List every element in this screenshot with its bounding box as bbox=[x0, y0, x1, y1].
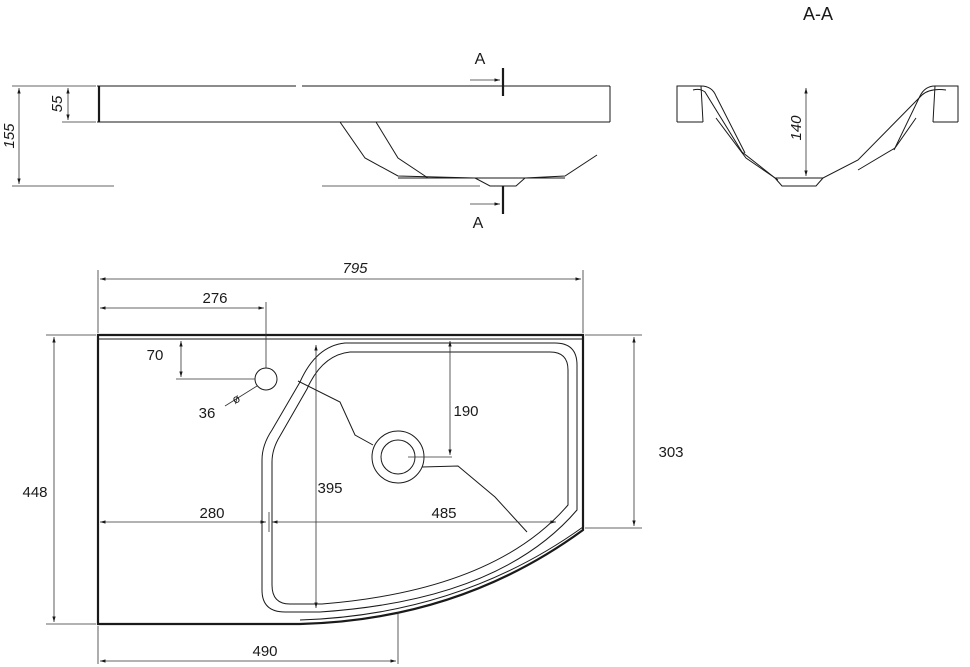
plan-outline bbox=[96, 333, 585, 626]
dim-text-490: 490 bbox=[252, 643, 277, 660]
dim-text-276: 276 bbox=[202, 290, 227, 307]
dim-text-155: 155 bbox=[1, 123, 18, 149]
diameter-icon: ø bbox=[229, 391, 243, 407]
tap-hole bbox=[254, 367, 278, 391]
side-view-bowl bbox=[339, 121, 598, 187]
dim-text-485: 485 bbox=[431, 505, 456, 522]
side-view: A A 155 55 bbox=[1, 51, 611, 232]
section-cut-bottom: A bbox=[470, 186, 505, 232]
dim-text-795: 795 bbox=[342, 260, 368, 277]
dim-horizontal-split: 280 485 bbox=[100, 505, 556, 532]
dim-bowl-depth: 190 bbox=[408, 341, 479, 458]
dim-text-448: 448 bbox=[22, 484, 47, 501]
dim-text-395: 395 bbox=[317, 480, 342, 497]
section-title: A-A bbox=[803, 4, 833, 24]
dim-text-70: 70 bbox=[147, 347, 164, 364]
dim-bowl-height: 395 bbox=[314, 345, 343, 608]
section-mark-top: A bbox=[475, 51, 486, 68]
dim-text-190: 190 bbox=[453, 403, 478, 420]
plan-view: ø 795 276 70 36 190 bbox=[22, 260, 684, 664]
dim-text-303: 303 bbox=[658, 444, 683, 461]
section-mark-bottom: A bbox=[473, 215, 484, 232]
dim-section-depth: 140 bbox=[788, 88, 808, 176]
dim-bottom-width: 490 bbox=[97, 612, 399, 664]
dim-tap-offset-x: 276 bbox=[100, 290, 267, 368]
dim-text-280: 280 bbox=[199, 505, 224, 522]
dim-height-total: 448 bbox=[22, 334, 96, 625]
dim-height-right: 303 bbox=[585, 334, 684, 529]
dim-tap-offset-y: 70 bbox=[147, 341, 255, 380]
dim-width-total: 795 bbox=[97, 260, 584, 333]
dim-side-slab: 55 bbox=[49, 88, 96, 123]
dim-side-height: 155 bbox=[1, 85, 480, 187]
section-cut-top: A bbox=[470, 51, 505, 96]
dim-text-36: 36 bbox=[199, 405, 216, 422]
dim-text-140: 140 bbox=[788, 115, 805, 141]
side-view-slab bbox=[97, 85, 611, 123]
dim-text-55: 55 bbox=[49, 95, 66, 112]
section-view: 140 bbox=[676, 85, 959, 187]
bowl-inner bbox=[271, 351, 569, 605]
